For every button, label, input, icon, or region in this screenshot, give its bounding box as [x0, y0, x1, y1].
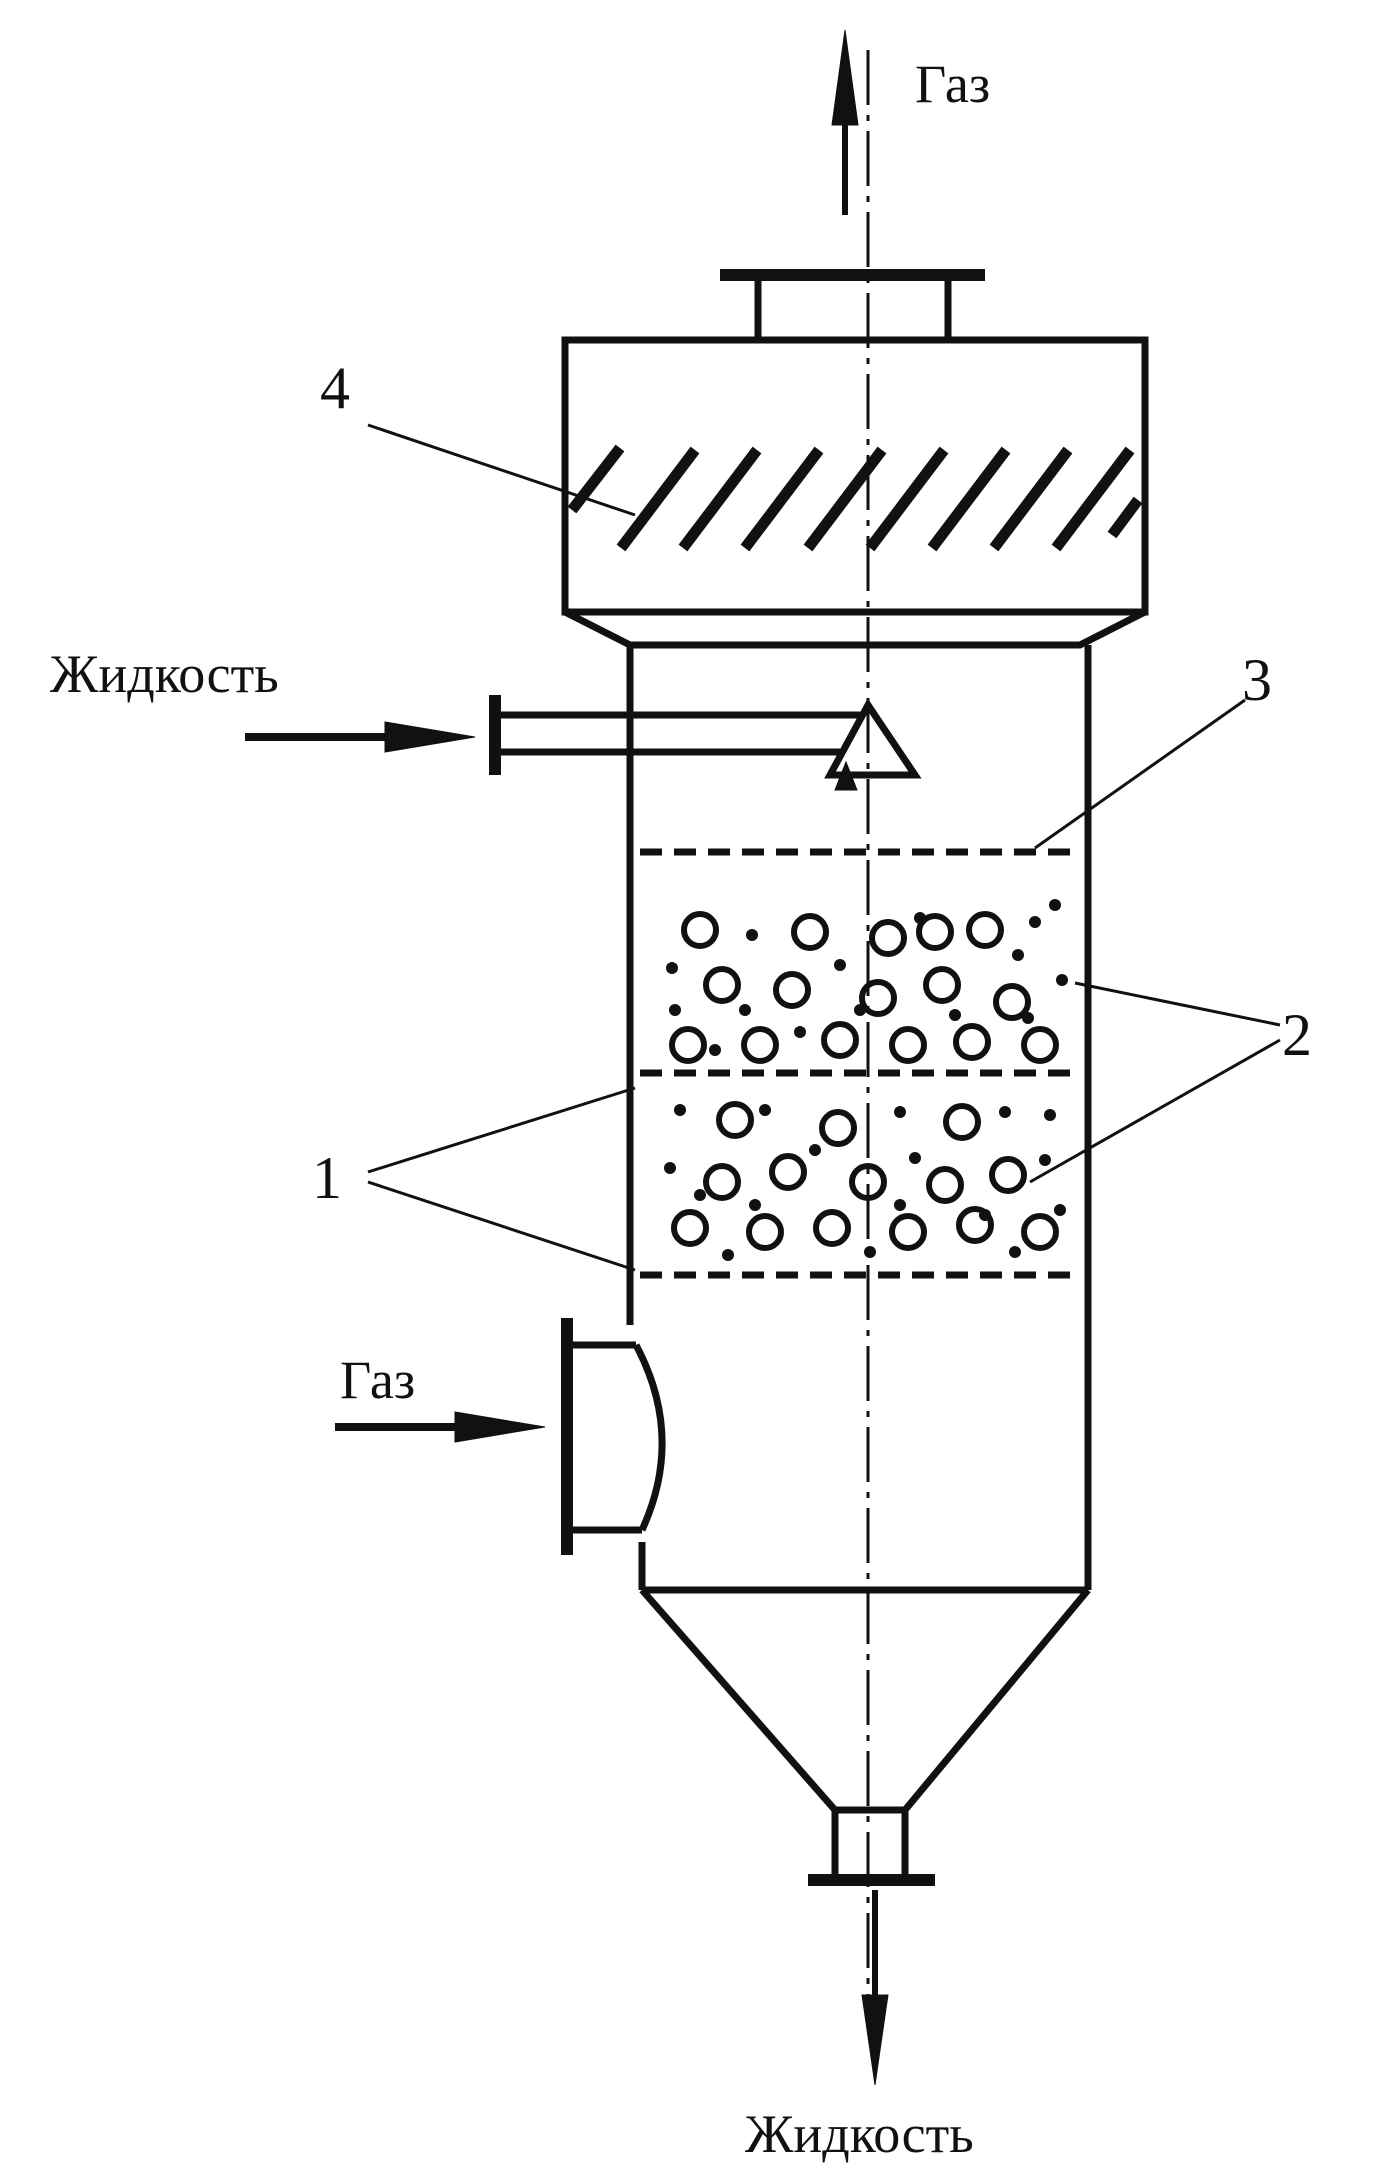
gas-out-label: Газ: [915, 54, 990, 114]
callout-4: 4: [320, 355, 350, 421]
liquid-in-label: Жидкость: [50, 644, 279, 704]
liquid-inlet-pipe: [495, 695, 860, 775]
bottom-nozzle: [808, 1810, 935, 1880]
callout-2: 2: [1282, 1002, 1312, 1068]
upper-chamber: [565, 340, 1145, 612]
top-nozzle: [720, 275, 985, 340]
gas-inlet-nozzle: [567, 1318, 662, 1555]
gas-in-label: Газ: [340, 1350, 415, 1410]
liquid-out-label: Жидкость: [745, 2104, 974, 2164]
mist-eliminator-hatching: [572, 448, 1138, 548]
callout-3: 3: [1242, 647, 1272, 713]
packing-upper: [672, 914, 1056, 1061]
callout-1: 1: [312, 1145, 342, 1211]
packing-lower: [674, 1104, 1056, 1248]
